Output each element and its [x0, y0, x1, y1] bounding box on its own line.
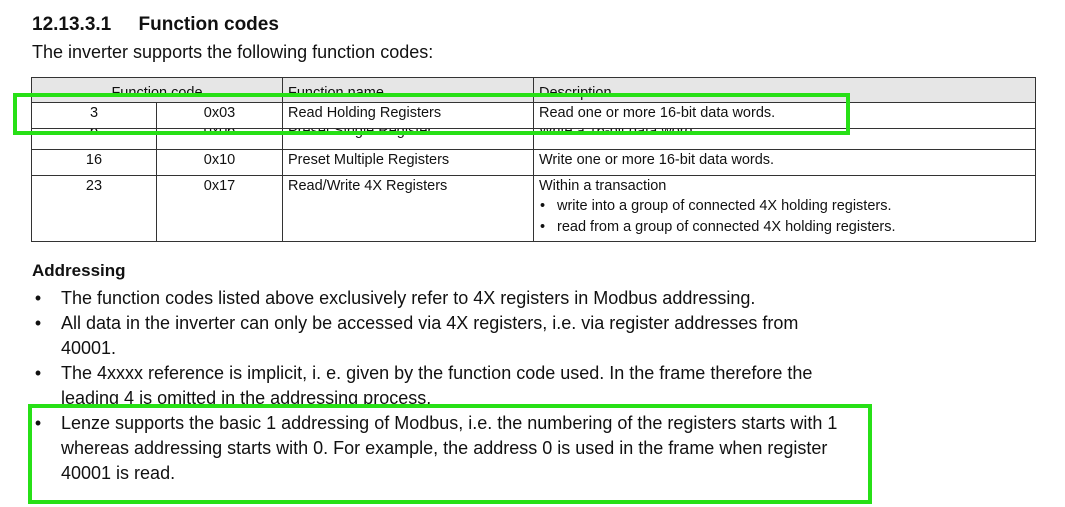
list-item: • The function codes listed above exclus… — [32, 286, 852, 311]
cell-hex: 0x17 — [156, 175, 283, 242]
addressing-title: Addressing — [32, 261, 126, 280]
list-item: • The 4xxxx reference is implicit, i. e.… — [32, 361, 852, 411]
section-heading: 12.13.3.1 Function codes — [32, 14, 279, 36]
cell-hex: 0x03 — [156, 102, 283, 129]
bullet-dot: • — [34, 288, 42, 308]
function-codes-table: Function code Function name Description … — [31, 77, 1036, 242]
cell-dec: 6 — [31, 128, 157, 150]
list-item-text: The 4xxxx reference is implicit, i. e. g… — [61, 363, 813, 408]
header-function-name: Function name — [282, 77, 534, 103]
cell-dec: 23 — [31, 175, 157, 242]
bullet-dot: • — [34, 363, 42, 383]
list-item-text: Lenze supports the basic 1 addressing of… — [61, 413, 838, 483]
bullet-dot: • — [34, 313, 42, 333]
description-text: Within a transaction — [539, 178, 667, 194]
cell-description: Within a transaction write into a group … — [533, 175, 1036, 242]
section-intro: The inverter supports the following func… — [32, 42, 434, 62]
header-description: Description — [533, 77, 1036, 103]
cell-name: Read/Write 4X Registers — [282, 175, 534, 242]
cell-dec: 3 — [31, 102, 157, 129]
cell-name: Preset Single Register — [282, 128, 534, 150]
cell-description: Read one or more 16-bit data words. — [533, 102, 1036, 129]
list-item-text: The function codes listed above exclusiv… — [61, 288, 756, 308]
bullet-dot: • — [34, 413, 42, 433]
description-bullet-list: write into a group of connected 4X holdi… — [539, 196, 1030, 238]
table-row: 16 0x10 Preset Multiple Registers Write … — [31, 149, 1036, 176]
addressing-list: • The function codes listed above exclus… — [32, 286, 852, 486]
list-item: read from a group of connected 4X holdin… — [539, 217, 1030, 238]
table-row: 6 0x06 Preset Single Register Write a 16… — [31, 128, 1036, 150]
list-item: write into a group of connected 4X holdi… — [539, 196, 1030, 217]
cell-description: Write one or more 16-bit data words. — [533, 149, 1036, 176]
header-function-code: Function code — [31, 77, 283, 103]
cell-dec: 16 — [31, 149, 157, 176]
cell-hex: 0x10 — [156, 149, 283, 176]
list-item-text: All data in the inverter can only be acc… — [61, 313, 799, 358]
list-item: • All data in the inverter can only be a… — [32, 311, 852, 361]
section-number: 12.13.3.1 — [32, 14, 112, 35]
cell-name: Preset Multiple Registers — [282, 149, 534, 176]
cell-name: Read Holding Registers — [282, 102, 534, 129]
section-title: Function codes — [138, 14, 279, 35]
table-row: 3 0x03 Read Holding Registers Read one o… — [31, 102, 1036, 129]
table-row: 23 0x17 Read/Write 4X Registers Within a… — [31, 175, 1036, 242]
list-item: • Lenze supports the basic 1 addressing … — [32, 411, 852, 486]
cell-hex: 0x06 — [156, 128, 283, 150]
table-header-row: Function code Function name Description — [31, 77, 1036, 103]
cell-description: Write a 16-bit data word. — [533, 128, 1036, 150]
